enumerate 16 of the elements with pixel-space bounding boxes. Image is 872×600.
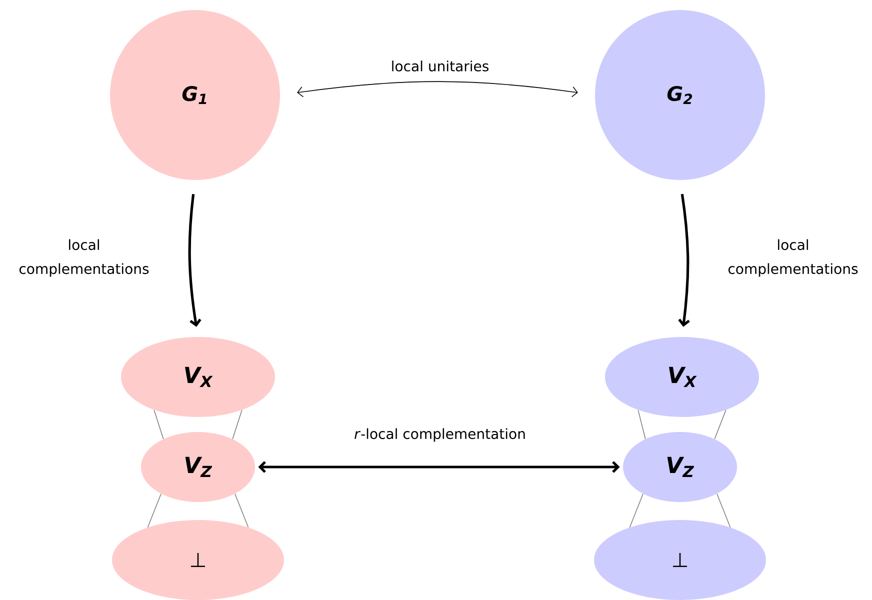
arrow [297,81,578,98]
connector-line [154,410,164,440]
edge-label: local complementations [19,239,149,277]
connector-line [147,493,162,528]
connector-line [629,493,644,528]
edge-label: local unitaries [392,60,488,72]
arrow [258,461,620,473]
arrow [188,194,202,327]
connector-line [232,410,242,440]
edge-label: r-local complementation [354,428,525,442]
arrow [678,194,690,327]
connector-line [638,410,646,440]
connector-line [714,410,726,440]
connector-line [234,493,249,528]
connector-line [716,493,731,528]
edge-label: local complementations [728,239,858,277]
